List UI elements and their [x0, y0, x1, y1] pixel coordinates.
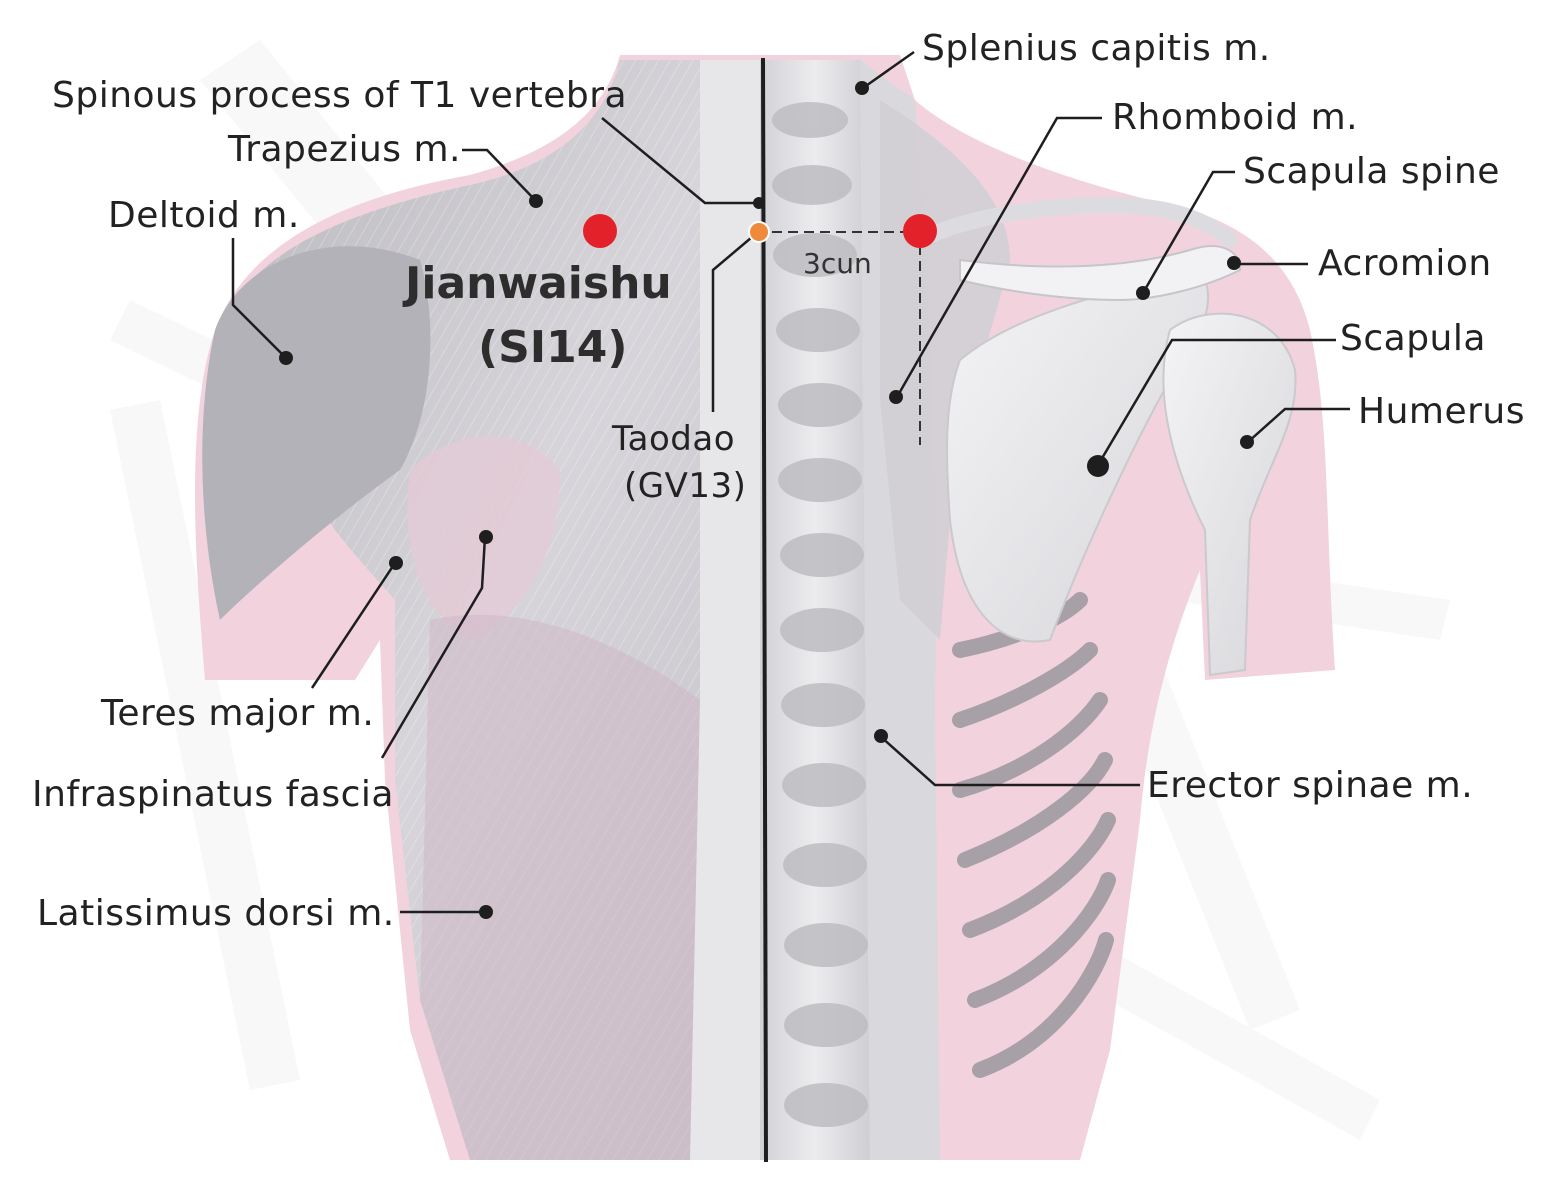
label-rhomboid: Rhomboid m. — [1112, 97, 1359, 138]
label-humerus: Humerus — [1358, 391, 1525, 432]
right-back-deep — [760, 60, 1297, 1160]
leader-scapula-spine — [1141, 170, 1235, 294]
acupoint-name: Jianwaishu — [405, 258, 672, 309]
label-scapula: Scapula — [1340, 318, 1486, 359]
leader-humerus — [1247, 407, 1350, 443]
leader-rhomboid — [895, 116, 1102, 398]
label-scapula-spine: Scapula spine — [1243, 151, 1500, 192]
leader-deltoid — [231, 238, 287, 359]
left-back-muscles — [202, 60, 760, 1160]
acupoint-marker-right — [903, 214, 937, 248]
humerus-bone — [1162, 312, 1297, 677]
label-latissimus: Latissimus dorsi m. — [37, 893, 395, 934]
leader-taodao — [711, 231, 759, 412]
leader-infraspinatus — [380, 536, 487, 759]
label-acromion: Acromion — [1318, 243, 1492, 284]
label-deltoid: Deltoid m. — [108, 195, 300, 236]
leader-lines — [231, 50, 1350, 914]
measurement-lines — [772, 231, 921, 445]
label-splenius: Splenius capitis m. — [922, 28, 1271, 69]
leader-splenius — [862, 50, 915, 90]
leader-scapula — [1096, 338, 1336, 466]
acupoint-marker-left — [583, 214, 617, 248]
label-infraspinatus: Infraspinatus fascia — [32, 774, 394, 815]
label-teres-major: Teres major m. — [101, 693, 375, 734]
acupoint-code: (SI14) — [478, 322, 628, 373]
reference-point-marker — [748, 221, 770, 243]
leader-erector — [879, 735, 1140, 787]
leader-teres — [310, 562, 397, 689]
reference-point-code: (GV13) — [624, 466, 747, 506]
measurement-label: 3cun — [803, 247, 872, 280]
leader-spinous — [601, 117, 758, 205]
leader-dots — [279, 81, 1254, 919]
reference-point-name: Taodao — [612, 419, 735, 459]
leader-trapezius — [462, 148, 536, 201]
label-spinous-process: Spinous process of T1 vertebra — [52, 75, 628, 116]
label-trapezius: Trapezius m. — [228, 129, 461, 170]
label-erector: Erector spinae m. — [1147, 765, 1474, 806]
